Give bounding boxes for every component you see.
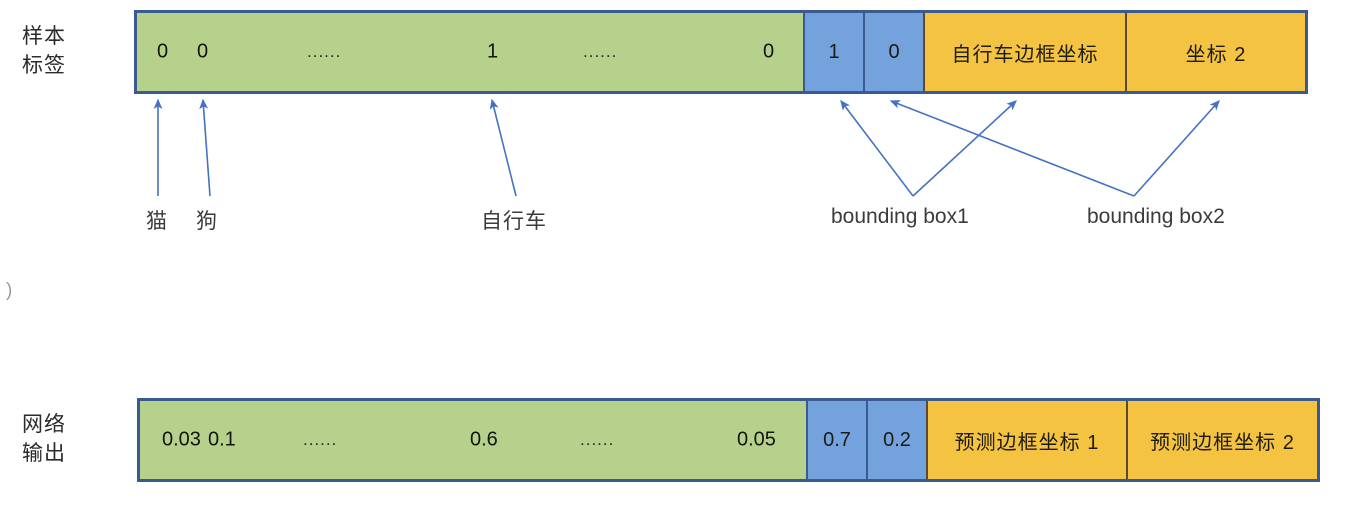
output-score-last: 0.05 — [737, 428, 776, 451]
output-box-2-label: 预测边框坐标 2 — [1150, 431, 1295, 454]
annotation-dog: 狗 — [196, 210, 218, 233]
output-class-scores-cell: 0.03 0.1 ...... 0.6 ...... 0.05 — [140, 401, 806, 479]
annotation-bounding-box1: bounding box1 — [831, 205, 969, 228]
annotation-cat: 猫 — [146, 210, 168, 233]
sample-confidence-cell-2: 0 — [863, 13, 923, 91]
arrow-dog — [199, 98, 211, 197]
network-output-vector: 0.03 0.1 ...... 0.6 ...... 0.05 0.7 0.2 … — [137, 398, 1320, 482]
sample-label-vector: 0 0 ...... 1 ...... 0 1 0 自行车边框坐标 坐标 2 — [134, 10, 1308, 94]
sample-confidence-2-value: 0 — [888, 40, 900, 63]
output-box-1-label: 预测边框坐标 1 — [954, 431, 1100, 454]
output-confidence-2-value: 0.2 — [883, 428, 911, 451]
output-confidence-cell-2: 0.2 — [866, 401, 926, 479]
annotation-bounding-box2: bounding box2 — [1087, 205, 1225, 228]
output-score-first: 0.03 — [162, 428, 201, 451]
sample-score-last: 0 — [763, 40, 775, 63]
row-label-output: 网络 输出 — [22, 413, 66, 465]
sample-box-cell-1: 自行车边框坐标 — [923, 13, 1125, 91]
sample-score-second: 0 — [197, 40, 209, 63]
stray-glyph: ) — [6, 280, 13, 301]
output-dots-left: ...... — [303, 430, 338, 449]
sample-box-2-label: 坐标 2 — [1185, 43, 1247, 66]
sample-score-middle: 1 — [487, 40, 499, 63]
output-confidence-cell-1: 0.7 — [806, 401, 866, 479]
output-confidence-1-value: 0.7 — [823, 428, 851, 451]
row-label-sample: 样本 标签 — [22, 25, 66, 77]
sample-confidence-1-value: 1 — [828, 40, 840, 63]
output-box-cell-1: 预测边框坐标 1 — [926, 401, 1126, 479]
output-dots-right: ...... — [580, 430, 615, 449]
sample-dots-right: ...... — [583, 42, 618, 61]
sample-class-scores-cell: 0 0 ...... 1 ...... 0 — [137, 13, 803, 91]
output-box-cell-2: 预测边框坐标 2 — [1126, 401, 1317, 479]
sample-box-cell-2: 坐标 2 — [1125, 13, 1305, 91]
annotation-bicycle: 自行车 — [481, 210, 547, 233]
sample-score-first: 0 — [157, 40, 169, 63]
output-score-middle: 0.6 — [470, 428, 498, 451]
arrow-bicycle — [489, 98, 517, 197]
arrow-bounding-box1 — [840, 99, 1017, 197]
sample-box-1-label: 自行车边框坐标 — [951, 43, 1099, 66]
sample-confidence-cell-1: 1 — [803, 13, 863, 91]
output-score-second: 0.1 — [208, 428, 236, 451]
sample-dots-left: ...... — [307, 42, 342, 61]
arrow-bounding-box2 — [889, 100, 1220, 197]
